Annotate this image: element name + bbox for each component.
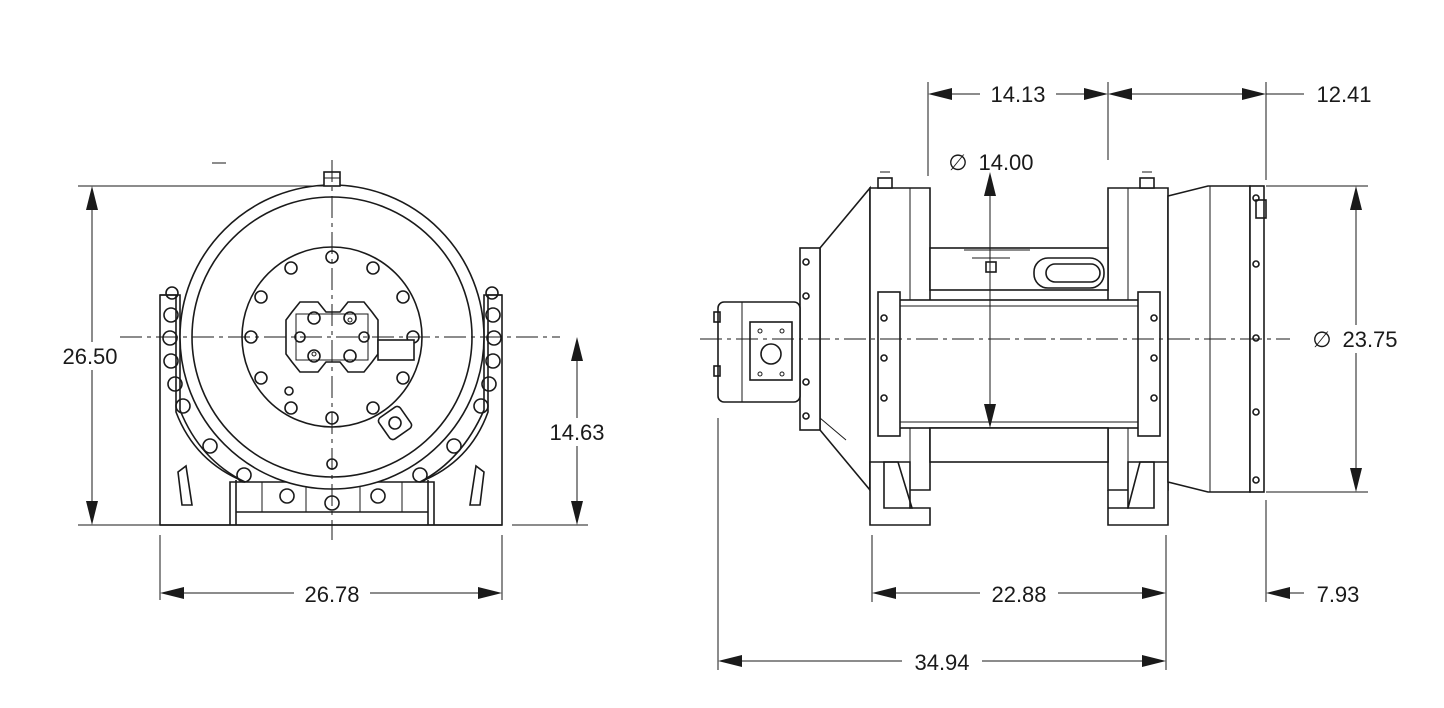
- side-view: [700, 171, 1290, 526]
- base-width-label: 22.88: [991, 582, 1046, 607]
- drum-diameter-symbol: ∅: [948, 150, 967, 175]
- dim-side-top-mid: 14.13: [927, 80, 1109, 176]
- overall-length-label: 34.94: [914, 650, 969, 675]
- dim-drum-diameter: ∅ 14.00: [948, 150, 1034, 428]
- dim-overall-length: 34.94: [717, 418, 1166, 676]
- right-offset-label: 7.93: [1317, 582, 1360, 607]
- dim-right-offset: 7.93: [1265, 500, 1360, 607]
- dim-flange-diameter: ∅ 23.75: [1266, 185, 1406, 493]
- flange-diameter-label: 23.75: [1342, 327, 1397, 352]
- dim-base-width: 22.88: [871, 535, 1167, 670]
- front-center-height-label: 14.63: [549, 420, 604, 445]
- front-height-label: 26.50: [62, 344, 117, 369]
- drum-diameter-label: 14.00: [978, 150, 1033, 175]
- flange-diameter-symbol: ∅: [1312, 327, 1331, 352]
- front-bolts-right: [473, 286, 502, 414]
- dim-front-width: 26.78: [159, 535, 503, 608]
- dim-front-height: 26.50: [54, 185, 328, 526]
- side-top-mid-label: 14.13: [990, 82, 1045, 107]
- dim-front-center-height: 14.63: [512, 337, 614, 526]
- side-top-right-label: 12.41: [1316, 82, 1371, 107]
- front-view: [120, 160, 560, 540]
- dim-side-top-right: 12.41: [1108, 82, 1372, 180]
- front-bolts-left: [162, 286, 191, 414]
- front-width-label: 26.78: [304, 582, 359, 607]
